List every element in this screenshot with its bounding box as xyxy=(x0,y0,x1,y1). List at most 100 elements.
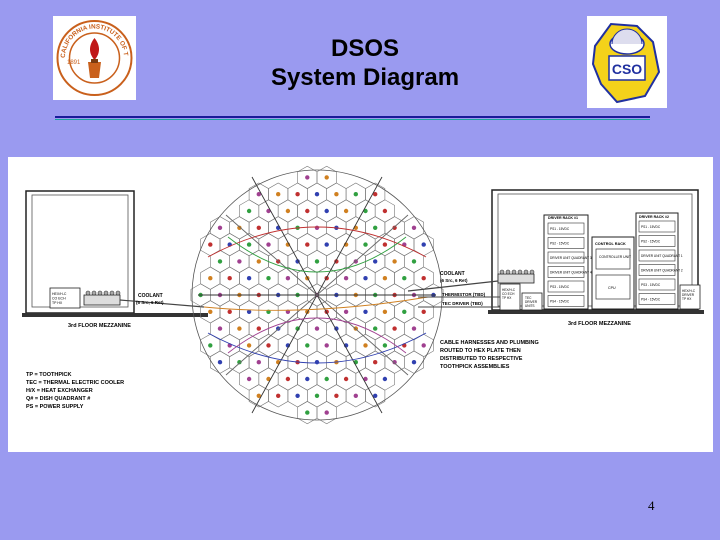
toothpick-dot xyxy=(392,259,397,264)
rack-item-box xyxy=(547,266,585,278)
rack-item-label: PS4 - 15VDC xyxy=(550,300,570,304)
page-number: 4 xyxy=(648,498,655,513)
toothpick-dot xyxy=(314,393,320,398)
toothpick-dot xyxy=(246,343,252,348)
toothpick-dot xyxy=(208,276,213,281)
toothpick-dot xyxy=(411,326,417,331)
toothpick-dot xyxy=(421,276,426,281)
right-unit-far-3: TP HX xyxy=(682,297,692,301)
rack-item-box xyxy=(638,264,676,276)
rack-item-box xyxy=(547,222,585,235)
rack-item-box xyxy=(547,280,585,293)
toothpick-dot xyxy=(402,276,407,281)
left-building: 3rd FLOOR MEZZANINE HEX/H-C CO ECH TP HX… xyxy=(22,190,208,329)
toothpick-dot xyxy=(266,276,271,281)
toothpick-dot xyxy=(363,343,368,348)
system-diagram-svg: 3rd FLOOR MEZZANINE HEX/H-C CO ECH TP HX… xyxy=(22,165,704,425)
toothpick-dot xyxy=(421,309,426,314)
left-box-label-2: CO ECH xyxy=(52,297,66,301)
toothpick-dot xyxy=(421,343,426,348)
toothpick-dot xyxy=(402,309,407,314)
toothpick-dot xyxy=(324,175,329,180)
toothpick-dot xyxy=(343,208,349,214)
legend-item-3: H/X = HEAT EXCHANGER xyxy=(26,388,93,394)
toothpick-dot xyxy=(237,326,242,331)
harness-line xyxy=(225,214,409,376)
rack-item-label: PS3 - 15VDC xyxy=(550,285,570,289)
toothpick-dot xyxy=(373,259,378,264)
toothpick-dot xyxy=(353,192,358,197)
toothpick-dot xyxy=(324,208,329,214)
toothpick-dot xyxy=(276,393,281,398)
system-diagram: 3rd FLOOR MEZZANINE HEX/H-C CO ECH TP HX… xyxy=(8,157,713,452)
toothpick-dot xyxy=(314,326,320,331)
toothpick-dot xyxy=(237,225,242,230)
right-coolant-line1: COOLANT xyxy=(440,271,465,277)
legend-item-1: TP = TOOTHPICK xyxy=(26,372,72,378)
toothpick-dot xyxy=(363,208,368,214)
hex-cell xyxy=(365,384,386,408)
toothpick-dot xyxy=(324,242,329,247)
toothpick-dot xyxy=(208,343,213,348)
left-box-label-3: TP HX xyxy=(52,301,63,305)
toothpick-dot xyxy=(305,208,310,214)
toothpick-dot xyxy=(314,192,320,197)
rack-item-box xyxy=(638,278,676,291)
toothpick-dot xyxy=(324,343,329,348)
toothpick-dot xyxy=(343,376,349,382)
toothpick-dot xyxy=(295,192,300,197)
left-coolant-line2: (6 Src, 6 Ret) xyxy=(136,300,164,305)
toothpick-dot xyxy=(217,326,223,331)
toothpick-dot xyxy=(314,360,320,365)
right-unit-far-1: HEX/H-C xyxy=(682,289,696,293)
right-unit-far-2: DRIVER xyxy=(682,293,695,297)
toothpick-dot xyxy=(373,225,378,230)
cable-note-line2: ROUTED TO HEX PLATE THEN xyxy=(440,348,521,354)
rack-item-label: PS1 - 15VDC xyxy=(641,225,661,229)
control-rack-cpu: CPU xyxy=(608,286,616,290)
toothpick-dot xyxy=(237,360,242,365)
toothpick-dot xyxy=(382,208,388,214)
toothpick-dot xyxy=(208,242,213,247)
rack-item-label: DRIVER UNIT QUADRANT 2 xyxy=(641,269,683,273)
toothpick-dot xyxy=(382,276,388,281)
toothpick-dot xyxy=(411,225,417,230)
toothpick-dot xyxy=(295,393,300,398)
toothpick-dot xyxy=(382,309,388,314)
rack-item-box xyxy=(638,235,676,247)
toothpick-dot xyxy=(392,360,397,365)
cable-note-line4: TOOTHPICK ASSEMBLIES xyxy=(440,364,510,370)
caltech-logo: 1891 CALIFORNIA INSTITUTE OF TECHNOLOGY xyxy=(51,11,136,100)
right-unit-left-1: HEX/H-C xyxy=(502,288,516,292)
toothpick-dot xyxy=(411,259,417,264)
right-building: 3rd FLOOR MEZZANINE DRIVER RACK #1 PS1 -… xyxy=(488,189,704,327)
legend-item-5: PS = POWER SUPPLY xyxy=(26,404,84,410)
toothpick-dot xyxy=(421,242,426,247)
driver-rack-1-title: DRIVER RACK #1 xyxy=(548,216,578,220)
toothpick-dot xyxy=(324,410,329,415)
slide-title-line2: System Diagram xyxy=(270,64,460,91)
toothpick-dot xyxy=(266,208,271,214)
dish-outline xyxy=(191,169,443,421)
harness-line xyxy=(207,226,427,258)
toothpick-dot xyxy=(227,276,232,281)
toothpick-dot xyxy=(217,360,223,365)
toothpick-dot xyxy=(266,376,271,382)
toothpick-dot xyxy=(314,259,320,264)
harness-line xyxy=(203,296,429,311)
right-unit-mid-3: UNITS xyxy=(525,304,535,308)
rack-item-label: PS2 - 15VDC xyxy=(550,242,570,246)
toothpick-dot xyxy=(314,225,320,230)
title-rule-dark xyxy=(55,116,650,118)
cso-logo-text: CSO xyxy=(612,61,642,77)
rack-item-box xyxy=(547,251,585,264)
rack-item-label: PS2 - 15VDC xyxy=(641,240,661,244)
rack-item-label: DRIVER UNIT QUADRANT 1 xyxy=(641,254,683,258)
toothpick-dot xyxy=(363,309,368,314)
legend-item-2: TEC = THERMAL ELECTRIC COOLER xyxy=(26,380,124,386)
right-connections: COOLANT (6 Src, 6 Ret) THERMISTOR (TBD) … xyxy=(407,271,500,308)
toothpick-dot xyxy=(208,309,213,314)
cable-note-line1: CABLE HARNESSES AND PLUMBING xyxy=(440,340,539,346)
toothpick-dot xyxy=(411,360,417,365)
